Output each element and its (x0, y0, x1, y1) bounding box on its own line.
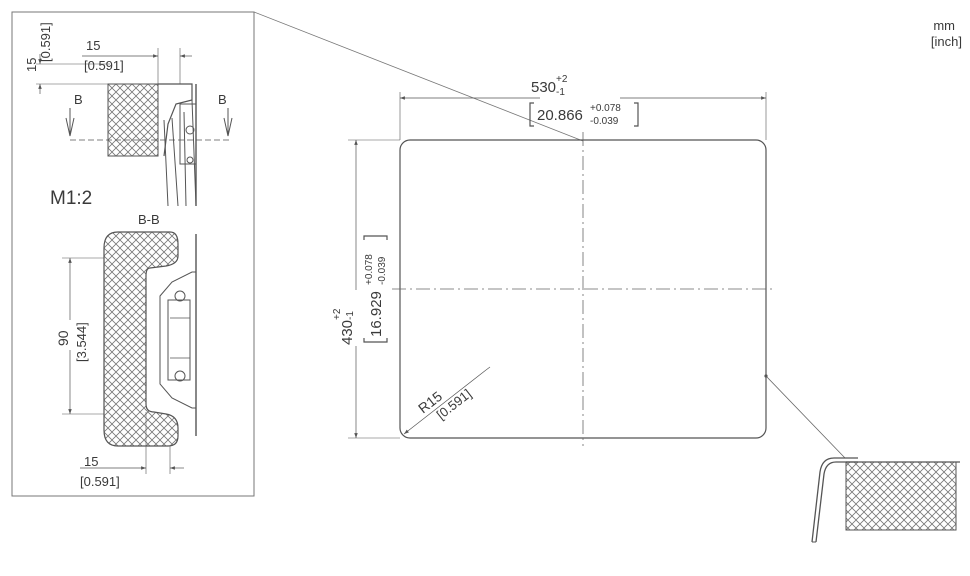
side-vertical-value: 90 (55, 330, 71, 346)
width-tol-upper: +2 (556, 74, 568, 85)
top-section-detail: B B 15 [0.591] 15 [0.591] (24, 22, 233, 207)
bottom-horizontal-inch: [0.591] (80, 474, 120, 489)
bottom-horizontal-value: 15 (84, 454, 98, 469)
top-vertical-inch: [0.591] (38, 22, 53, 62)
detail-leader-top (253, 11, 584, 142)
height-inch-tol-lower: -0.039 (377, 256, 388, 285)
top-horizontal-value: 15 (86, 38, 100, 53)
edge-leader (765, 375, 846, 459)
cut-marker-right: B (218, 92, 227, 107)
width-inch-tol-lower: -0.039 (590, 116, 619, 127)
section-label: B-B (138, 212, 160, 227)
units-mm: mm (933, 18, 955, 33)
detail-scale: M1:2 (50, 188, 92, 209)
edge-hatched-panel (845, 461, 957, 531)
side-vertical-inch: [3.544] (74, 322, 89, 362)
main-cutout: 530 +2 -1 20.866 +0.078 -0.039 430 +2 -1… (332, 74, 774, 446)
bb-hatched-profile (103, 231, 179, 447)
height-inch: 16.929 (368, 291, 385, 337)
width-tol-lower: -1 (556, 87, 565, 98)
height-value: 430 (339, 320, 356, 345)
edge-detail (764, 374, 960, 543)
width-inch-tol-upper: +0.078 (590, 103, 621, 114)
cut-marker-left: B (74, 92, 83, 107)
width-value: 530 (531, 79, 556, 96)
height-tol-upper: +2 (332, 308, 343, 320)
height-inch-tol-upper: +0.078 (364, 254, 375, 285)
top-hatched-panel (107, 83, 159, 157)
top-horizontal-inch: [0.591] (84, 58, 124, 73)
detail-frame (11, 11, 255, 497)
units-inch: [inch] (931, 34, 962, 49)
top-vertical-value: 15 (24, 58, 39, 72)
width-inch: 20.866 (537, 107, 583, 124)
section-bb-detail: 90 [3.544] 15 [0.591] (55, 231, 197, 489)
height-tol-lower: -1 (345, 311, 356, 320)
